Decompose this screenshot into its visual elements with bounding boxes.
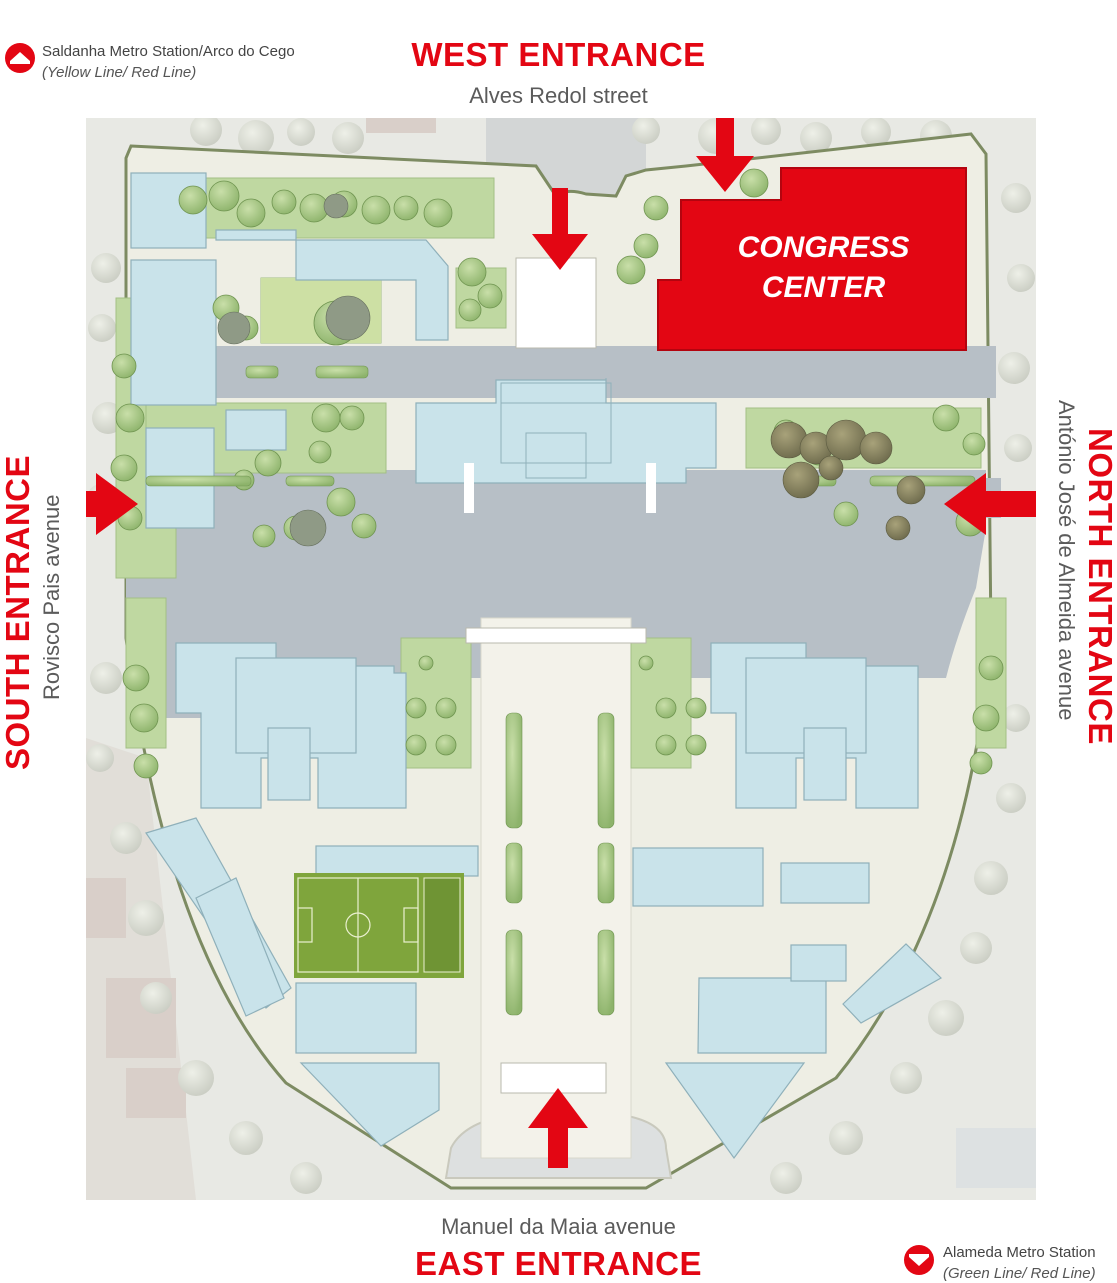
north-entrance-arrow-icon [944, 473, 1036, 535]
main-building-detail [500, 378, 612, 479]
brown-tree-clusters [770, 419, 926, 541]
congress-center-label-box: CONGRESS CENTER [737, 231, 910, 304]
south-entrance-street: Rovisco Pais avenue [39, 494, 64, 700]
campus-roads [126, 346, 1001, 718]
west-entrance-title: WEST ENTRANCE [411, 36, 706, 73]
alameda-station-name: Alameda Metro Station [943, 1244, 1096, 1261]
south-entrance-title: SOUTH ENTRANCE [0, 454, 36, 770]
entrance-arrows [86, 118, 1036, 1168]
west-entrance-arrow-icon [532, 188, 588, 270]
congress-center-building [657, 167, 967, 351]
east-entrance-street: Manuel da Maia avenue [441, 1214, 676, 1239]
saldanha-station-name: Saldanha Metro Station/Arco do Cego [42, 43, 295, 60]
north-entrance-street: António José de Almeida avenue [1054, 400, 1079, 721]
alameda-station-lines: (Green Line/ Red Line) [943, 1265, 1096, 1282]
alameda-metro-icon [903, 1244, 935, 1276]
north-entrance-title: NORTH ENTRANCE [1082, 428, 1117, 745]
east-entrance-title: EAST ENTRANCE [414, 1245, 703, 1282]
outside-buildings [86, 118, 1036, 1188]
sports-field [294, 873, 464, 978]
east-entrance-arrow-icon [528, 1088, 588, 1168]
congress-center-line2: CENTER [761, 271, 886, 304]
campus-map: CONGRESS CENTER [86, 118, 1036, 1200]
saldanha-station-lines: (Yellow Line/ Red Line) [42, 64, 197, 81]
south-entrance-arrow-icon [86, 473, 138, 535]
saldanha-metro-icon [4, 42, 36, 74]
stairs [465, 257, 647, 1094]
gray-tree-clusters [217, 193, 371, 547]
campus-buildings [130, 172, 942, 1160]
west-entrance-street: Alves Redol street [469, 83, 648, 108]
congress-center-line1: CONGRESS [737, 231, 910, 264]
congress-entrance-arrow-icon [696, 118, 754, 192]
